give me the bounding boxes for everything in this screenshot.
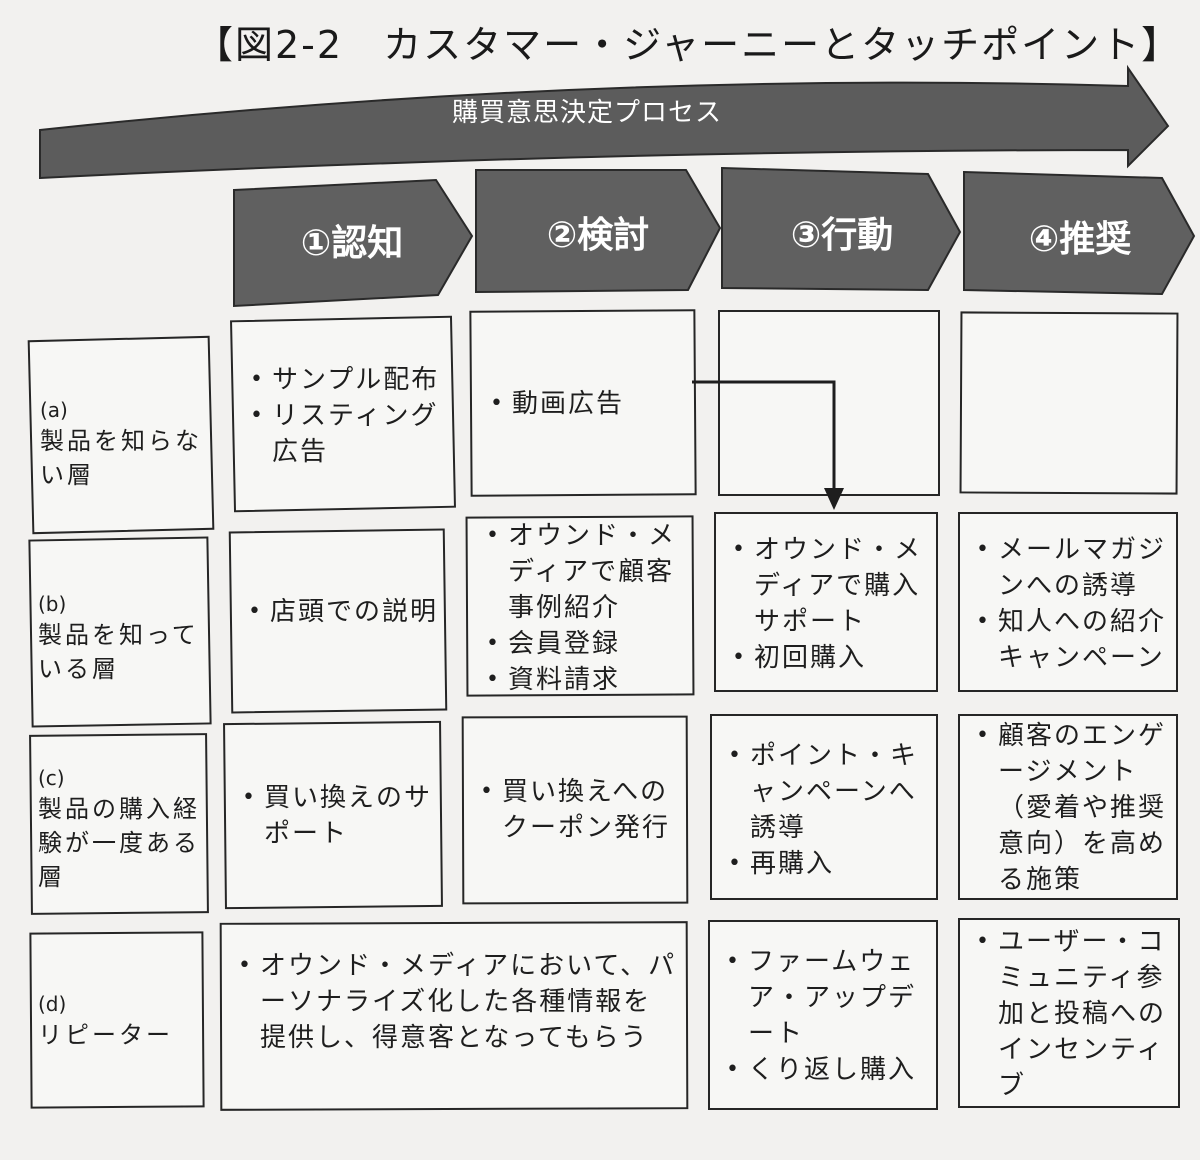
- stage-label-1: ①認知: [300, 223, 404, 264]
- cell-list-b-stage2: オウンド・メディアで顧客事例紹介 会員登録 資料請求: [486, 518, 686, 698]
- list-item: 会員登録: [486, 626, 686, 662]
- stage-chevron-2: [475, 169, 722, 294]
- row-code-b: (b): [38, 592, 67, 616]
- row-code-c: (c): [38, 766, 65, 790]
- cell-list-c-stage4: 顧客のエンゲージメント（愛着や推奨意向）を高める施策: [976, 718, 1172, 898]
- list-item: メールマガジンへの誘導: [976, 532, 1172, 604]
- stage-label-3: ③行動: [790, 215, 894, 256]
- list-item: 顧客のエンゲージメント（愛着や推奨意向）を高める施策: [976, 718, 1172, 898]
- cell-list-c-stage1: 買い換えのサポート: [242, 780, 434, 852]
- stage-chevron-1: [233, 178, 474, 308]
- row-name-b: 製品を知っている層: [38, 621, 199, 683]
- row-label-d: (d) リピーター: [38, 990, 203, 1052]
- stage-label-2: ②検討: [546, 215, 650, 256]
- cell-box-a-stage4: [959, 311, 1179, 495]
- stage-chevron-4: [963, 170, 1196, 296]
- list-item: 店頭での説明: [248, 594, 438, 630]
- process-label: 購買意思決定プロセス: [452, 98, 723, 128]
- list-item: オウンド・メディアで購入サポート: [732, 532, 930, 640]
- process-graphics: [39, 64, 1196, 308]
- cell-list-a-stage2: 動画広告: [490, 386, 685, 422]
- row-code-d: (d): [38, 992, 67, 1016]
- cell-list-d-stage12: オウンド・メディアにおいて、パーソナライズ化した各種情報を提供し、得意客となって…: [238, 948, 678, 1056]
- list-item: 動画広告: [490, 386, 685, 422]
- process-arrow: [39, 64, 1170, 180]
- row-name-d: リピーター: [38, 1021, 173, 1049]
- row-label-b: (b) 製品を知っている層: [38, 590, 203, 686]
- list-item: オウンド・メディアで顧客事例紹介: [486, 518, 686, 626]
- row-code-a: (a): [40, 398, 68, 422]
- figure-title: 【図2-2 カスタマー・ジャーニーとタッチポイント】: [195, 23, 1182, 67]
- list-item: リスティング広告: [250, 398, 445, 470]
- list-item: 買い換えへのクーポン発行: [480, 774, 680, 846]
- list-item: オウンド・メディアにおいて、パーソナライズ化した各種情報を提供し、得意客となって…: [238, 948, 678, 1056]
- row-name-c: 製品の購入経験が一度ある層: [38, 795, 200, 891]
- list-item: サンプル配布: [250, 362, 445, 398]
- list-item: ポイント・キャンペーンへ誘導: [728, 738, 928, 846]
- cell-list-c-stage3: ポイント・キャンペーンへ誘導 再購入: [728, 738, 928, 882]
- list-item: 初回購入: [732, 640, 930, 676]
- row-label-c: (c) 製品の購入経験が一度ある層: [38, 764, 203, 894]
- list-item: ユーザー・コミュニティ参加と投稿へのインセンティブ: [976, 924, 1172, 1104]
- cell-list-c-stage2: 買い換えへのクーポン発行: [480, 774, 680, 846]
- cell-list-b-stage3: オウンド・メディアで購入サポート 初回購入: [732, 532, 930, 676]
- cell-list-d-stage4: ユーザー・コミュニティ参加と投稿へのインセンティブ: [976, 924, 1172, 1104]
- list-item: 買い換えのサポート: [242, 780, 434, 852]
- list-item: 資料請求: [486, 662, 686, 698]
- stage-label-4: ④推奨: [1028, 219, 1132, 260]
- cell-list-b-stage1: 店頭での説明: [248, 594, 438, 630]
- cell-list-b-stage4: メールマガジンへの誘導 知人への紹介キャンペーン: [976, 532, 1172, 676]
- list-item: 知人への紹介キャンペーン: [976, 604, 1172, 676]
- list-item: 再購入: [728, 846, 928, 882]
- stage-chevron-3: [721, 166, 962, 292]
- cell-list-d-stage3: ファームウェア・アップデート くり返し購入: [726, 944, 930, 1088]
- cell-box-a-stage3: [718, 310, 940, 496]
- row-label-a: (a) 製品を知らない層: [40, 396, 205, 492]
- list-item: くり返し購入: [726, 1052, 930, 1088]
- list-item: ファームウェア・アップデート: [726, 944, 930, 1052]
- row-name-a: 製品を知らない層: [40, 427, 202, 489]
- cell-list-a-stage1: サンプル配布 リスティング広告: [250, 362, 445, 470]
